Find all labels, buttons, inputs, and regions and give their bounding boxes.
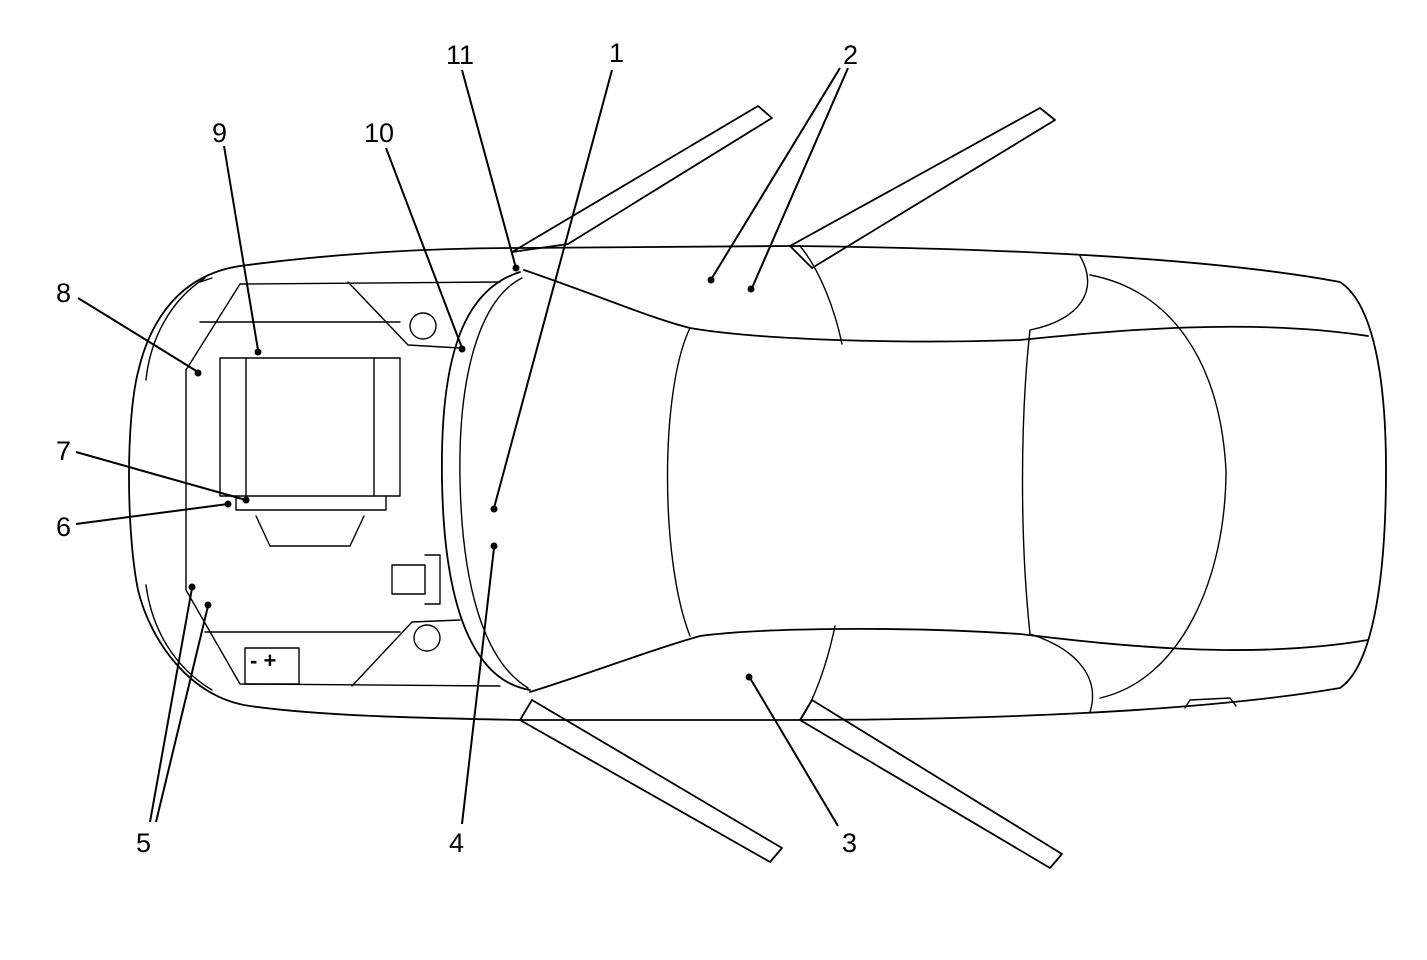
- callout-8: 8: [56, 278, 71, 308]
- callout-4: 4: [449, 828, 464, 858]
- callout-7: 7: [56, 436, 71, 466]
- callout-1: 1: [609, 38, 624, 68]
- front-left-door: [511, 105, 773, 253]
- front-right-door: [519, 699, 783, 863]
- callout-5: 5: [136, 828, 151, 858]
- battery-polarity-label: - +: [250, 648, 276, 673]
- rear-right-door: [799, 699, 1063, 869]
- callout-3: 3: [842, 828, 857, 858]
- cabin: [441, 245, 1369, 721]
- callout-2: 2: [843, 40, 858, 70]
- callout-6: 6: [56, 512, 71, 542]
- callout-labels: 1 2 3 4 5 6 7 8 9 10 11: [56, 38, 858, 858]
- callout-9: 9: [212, 118, 227, 148]
- callout-10: 10: [364, 118, 394, 148]
- callout-11: 11: [446, 40, 474, 70]
- leader-lines: [75, 67, 849, 827]
- car-body: [128, 245, 1387, 721]
- rear-left-door: [789, 107, 1056, 269]
- engine-compartment: - +: [185, 281, 501, 687]
